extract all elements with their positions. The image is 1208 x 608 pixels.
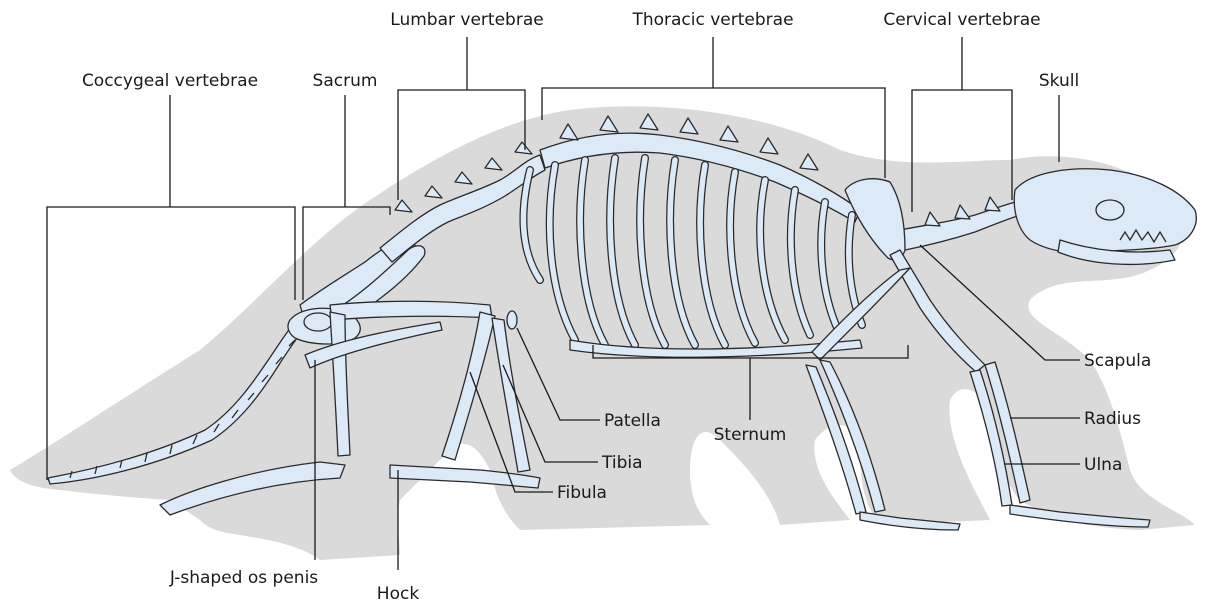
obturator <box>304 313 332 331</box>
label-tibia: Tibia <box>601 453 643 473</box>
label-sacrum: Sacrum <box>313 71 378 91</box>
label-thoracic-vertebrae: Thoracic vertebrae <box>631 10 793 30</box>
label-coccygeal-vertebrae: Coccygeal vertebrae <box>82 71 258 91</box>
label-fibula: Fibula <box>557 483 607 503</box>
label-cervical-vertebrae: Cervical vertebrae <box>883 10 1040 30</box>
label-hock: Hock <box>377 584 420 604</box>
label-ulna: Ulna <box>1084 455 1122 475</box>
patella-bone <box>507 311 517 329</box>
label-patella: Patella <box>604 411 661 431</box>
label-sternum: Sternum <box>714 425 787 445</box>
label-radius: Radius <box>1084 409 1141 429</box>
label-lumbar-vertebrae: Lumbar vertebrae <box>390 10 543 30</box>
label-scapula: Scapula <box>1084 351 1151 371</box>
orbit <box>1096 200 1124 220</box>
label-os-penis: J-shaped os penis <box>169 568 318 588</box>
label-skull: Skull <box>1039 71 1079 91</box>
